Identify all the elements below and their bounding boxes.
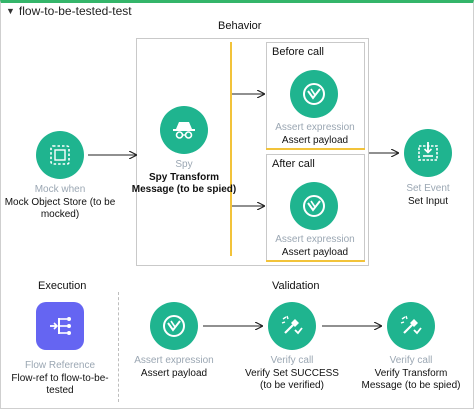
spy-node[interactable] (160, 106, 208, 154)
validation-assert-node[interactable] (150, 302, 198, 350)
flow-reference-type: Flow Reference (24, 360, 96, 371)
flow-reference-icon (50, 317, 71, 335)
before-assert-label: Assert payload (281, 135, 349, 146)
mock-when-label: Mock Object Store (to be mocked) (4, 197, 116, 220)
behavior-label: Behavior (218, 20, 262, 32)
validation-assert-label: Assert payload (140, 368, 208, 379)
verify-set-node[interactable] (268, 302, 316, 350)
set-event-type: Set Event (406, 183, 450, 194)
after-assert-type: Assert expression (275, 234, 355, 245)
verify-set-type: Verify call (270, 355, 314, 366)
after-call-underline (266, 260, 365, 262)
flow-reference-label: Flow-ref to flow-to-be-tested (11, 373, 109, 396)
verify-set-label: Verify Set SUCCESS (to be verified) (245, 368, 339, 391)
mock-icon (50, 145, 70, 165)
before-assert-type: Assert expression (275, 122, 355, 133)
verify-transform-node[interactable] (387, 302, 435, 350)
mock-when-type: Mock when (34, 184, 86, 195)
after-assert-label: Assert payload (281, 247, 349, 258)
validation-label: Validation (272, 280, 320, 292)
test-title: flow-to-be-tested-test (18, 4, 132, 18)
before-call-underline (266, 148, 365, 150)
test-header[interactable]: ▼ flow-to-be-tested-test (6, 4, 132, 18)
set-event-node[interactable] (404, 129, 452, 177)
execution-validation-divider (118, 292, 119, 402)
spy-icon (173, 122, 195, 139)
validation-assert-type: Assert expression (134, 355, 214, 366)
after-assert-node[interactable] (290, 182, 338, 230)
set-event-label: Set Input (407, 196, 449, 207)
verify-call-icon (400, 315, 422, 335)
assert-icon (163, 315, 185, 337)
flow-reference-node[interactable] (36, 302, 84, 350)
after-call-title: After call (272, 158, 315, 170)
verify-transform-label: Verify Transform Message (to be spied) (361, 368, 461, 391)
spy-type: Spy (175, 159, 193, 170)
assert-icon (303, 195, 325, 217)
set-event-icon (418, 142, 438, 161)
execution-label: Execution (38, 280, 87, 292)
spy-label: Spy Transform Message (to be spied) (131, 172, 237, 195)
before-call-title: Before call (272, 46, 324, 58)
scope-bar (230, 42, 232, 256)
before-assert-node[interactable] (290, 70, 338, 118)
verify-transform-type: Verify call (389, 355, 433, 366)
assert-icon (303, 83, 325, 105)
chevron-down-icon[interactable]: ▼ (6, 6, 15, 16)
verify-call-icon (281, 315, 303, 335)
mock-when-node[interactable] (36, 131, 84, 179)
